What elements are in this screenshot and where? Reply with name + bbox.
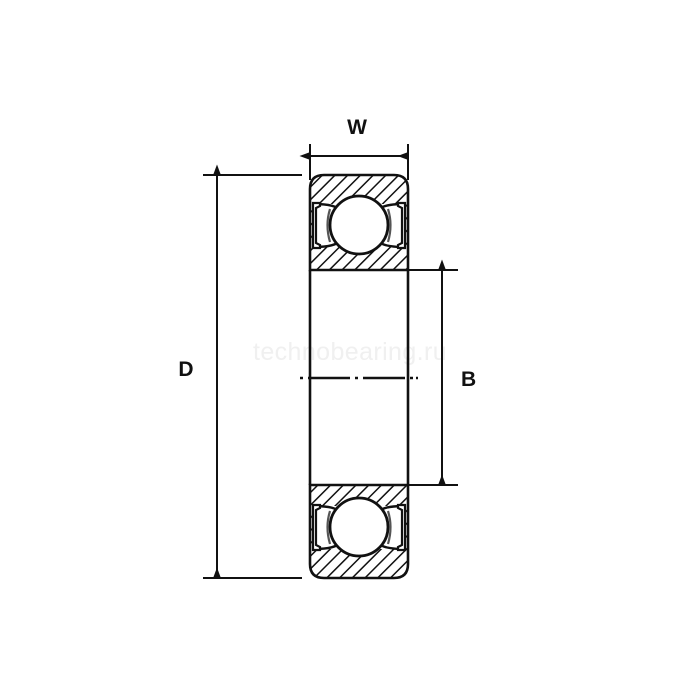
rolling-ball-lower <box>328 496 390 558</box>
rolling-ball-upper <box>328 194 390 256</box>
shield-right-upper <box>396 201 407 250</box>
dimension-bore: B <box>400 259 476 486</box>
dimension-label-w: W <box>347 116 367 139</box>
outer-ring-upper-outline <box>308 173 410 272</box>
shield-left-lower-inner-curve <box>326 510 332 545</box>
dimension-label-d: D <box>178 358 193 381</box>
shield-right-lower <box>396 503 407 552</box>
bearing-upper-section <box>308 173 410 272</box>
dimension-width: W <box>299 116 409 180</box>
shield-left-upper-inner-curve <box>326 208 332 243</box>
bearing-lower-section <box>308 483 410 580</box>
shield-right-lower-inner-curve <box>386 510 392 545</box>
dimension-outer-diameter: D <box>178 164 302 579</box>
watermark-label: technobearing.ru <box>253 338 447 366</box>
outer-ring-lower-outline <box>308 483 410 580</box>
shield-left-lower <box>311 503 322 552</box>
shield-right-upper-inner-curve <box>386 208 392 243</box>
dimension-label-b: B <box>461 368 476 391</box>
shield-left-upper <box>311 201 322 250</box>
